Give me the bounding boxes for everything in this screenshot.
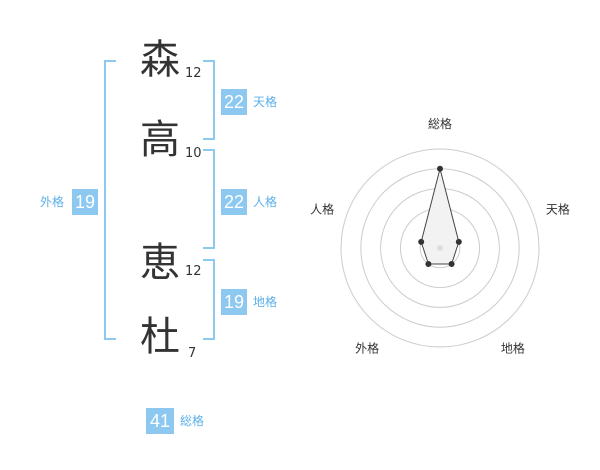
radar-point-5 — [418, 238, 425, 245]
radar-point-3 — [448, 261, 455, 267]
radar-center-dot — [437, 245, 443, 251]
tenkaku-label: 天格 — [253, 95, 278, 109]
radar-axis-label-4: 外格 — [355, 340, 379, 355]
name-char-1: 森 — [140, 37, 180, 83]
radar-polygon — [420, 168, 460, 265]
tenkaku-bracket — [203, 60, 215, 140]
tenkaku-badge: 22 — [221, 89, 247, 115]
chikaku-badge: 19 — [221, 289, 247, 315]
soukaku-label: 総格 — [180, 414, 205, 428]
stroke-count-2: 10 — [185, 146, 202, 161]
radar-ring-5 — [340, 148, 540, 348]
gaikaku-bracket — [104, 60, 116, 340]
gaikaku-label: 外格 — [40, 195, 65, 209]
jinkaku-bracket — [203, 149, 215, 249]
chikaku-bracket — [203, 259, 215, 340]
radar-axis-label-1: 総格 — [428, 116, 452, 131]
gaikaku-badge: 19 — [72, 189, 98, 215]
radar-axis-label-3: 地格 — [501, 340, 525, 355]
chikaku-label: 地格 — [253, 295, 278, 309]
jinkaku-label: 人格 — [253, 195, 278, 209]
radar-point-1 — [437, 165, 443, 172]
soukaku-badge: 41 — [146, 408, 174, 434]
stroke-count-4: 7 — [188, 346, 197, 361]
stroke-count-3: 12 — [185, 264, 202, 279]
radar-axis-label-2: 天格 — [546, 202, 570, 217]
stroke-count-1: 12 — [185, 66, 202, 81]
radar-point-2 — [455, 238, 462, 245]
name-char-3: 恵 — [140, 240, 180, 286]
name-char-2: 高 — [140, 117, 180, 163]
name-char-4: 杜 — [140, 314, 180, 360]
jinkaku-badge: 22 — [221, 189, 247, 215]
radar-point-4 — [425, 261, 432, 267]
radar-axis-label-5: 人格 — [310, 202, 334, 217]
